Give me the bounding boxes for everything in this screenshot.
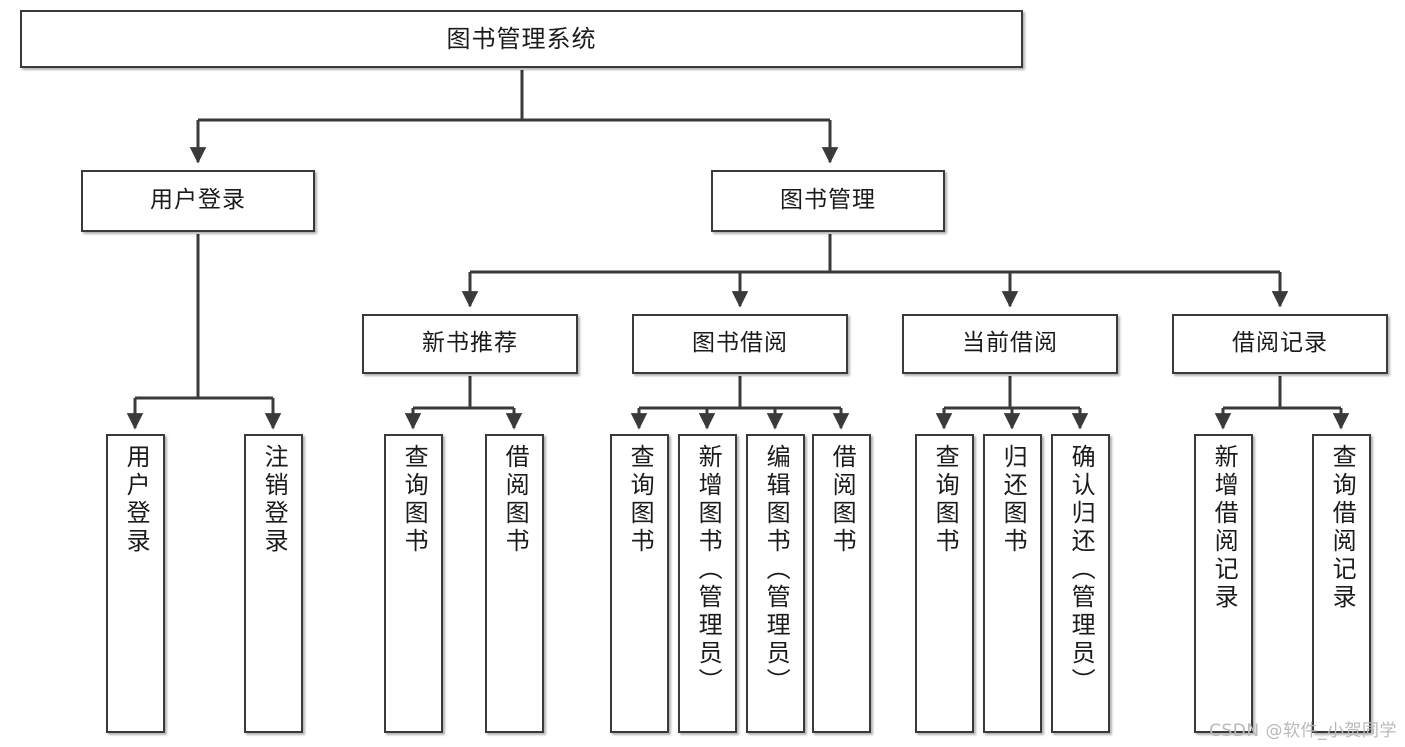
node-label: 编辑图书（管理员） (762, 444, 791, 696)
node-user-login[interactable]: 用户登录 (81, 170, 315, 232)
watermark-text: CSDN @软件_小贺同学 (1209, 721, 1397, 741)
node-label: 借阅图书 (501, 444, 530, 556)
leaf-user-login-signout[interactable]: 注销登录 (244, 434, 303, 733)
leaf-current-return-book[interactable]: 归还图书 (983, 434, 1042, 733)
leaf-borrow-query-book[interactable]: 查询图书 (610, 434, 669, 733)
node-label: 注销登录 (260, 444, 289, 556)
node-label: 用户登录 (122, 444, 151, 556)
node-root-system[interactable]: 图书管理系统 (20, 10, 1023, 68)
node-label: 借阅图书 (828, 444, 857, 556)
node-label: 借阅记录 (1232, 330, 1328, 357)
leaf-user-login-signin[interactable]: 用户登录 (106, 434, 165, 733)
node-label: 图书借阅 (692, 330, 788, 357)
leaf-borrow-borrow-book[interactable]: 借阅图书 (812, 434, 871, 733)
node-label: 新增图书（管理员） (694, 444, 723, 696)
node-label: 归还图书 (999, 444, 1028, 556)
leaf-current-confirm-return[interactable]: 确认归还（管理员） (1051, 434, 1110, 733)
node-book-management[interactable]: 图书管理 (711, 170, 945, 232)
node-borrow-record[interactable]: 借阅记录 (1172, 314, 1388, 374)
leaf-record-add-record[interactable]: 新增借阅记录 (1194, 434, 1253, 733)
node-label: 确认归还（管理员） (1067, 444, 1096, 696)
node-label: 图书管理系统 (446, 24, 597, 53)
node-book-borrow[interactable]: 图书借阅 (632, 314, 848, 374)
leaf-recommend-borrow-book[interactable]: 借阅图书 (485, 434, 544, 733)
leaf-borrow-add-book[interactable]: 新增图书（管理员） (678, 434, 737, 733)
node-label: 新增借阅记录 (1210, 444, 1239, 612)
node-label: 查询借阅记录 (1328, 444, 1357, 612)
node-label: 查询图书 (400, 444, 429, 556)
node-label: 图书管理 (780, 187, 876, 214)
leaf-record-query-record[interactable]: 查询借阅记录 (1312, 434, 1371, 733)
node-label: 用户登录 (150, 187, 246, 214)
node-label: 当前借阅 (962, 330, 1058, 357)
node-label: 查询图书 (626, 444, 655, 556)
node-new-book-recommend[interactable]: 新书推荐 (362, 314, 578, 374)
node-label: 新书推荐 (422, 330, 518, 357)
leaf-current-query-book[interactable]: 查询图书 (915, 434, 974, 733)
node-label: 查询图书 (931, 444, 960, 556)
leaf-borrow-edit-book[interactable]: 编辑图书（管理员） (746, 434, 805, 733)
leaf-recommend-query-book[interactable]: 查询图书 (384, 434, 443, 733)
node-current-borrow[interactable]: 当前借阅 (902, 314, 1118, 374)
